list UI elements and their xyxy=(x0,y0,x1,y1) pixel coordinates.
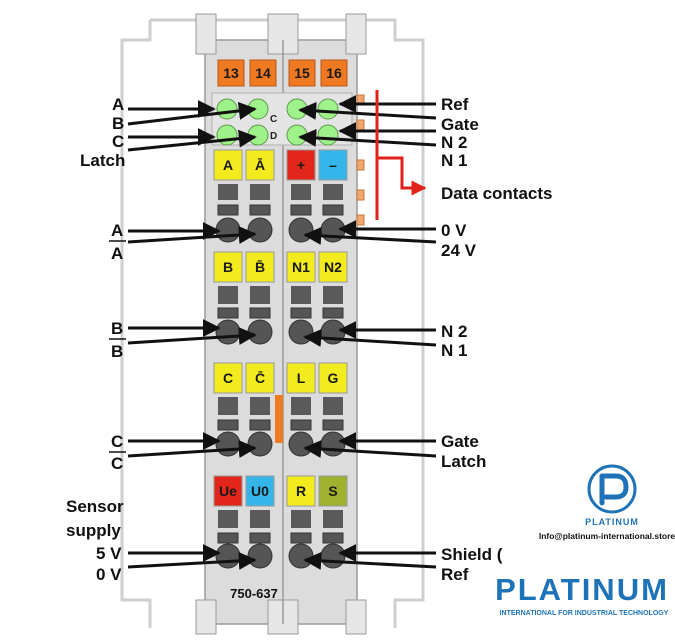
right-arrows xyxy=(298,95,437,570)
signal-b-bar: B̄ xyxy=(255,258,265,275)
label-data-contacts: Data contacts xyxy=(441,184,552,203)
led-letter-c: C xyxy=(270,114,277,125)
label-n2-lower: N 2 xyxy=(441,322,467,341)
signal-minus: – xyxy=(329,157,337,173)
label-c-bar: C xyxy=(111,432,123,451)
signal-u0: U0 xyxy=(251,483,269,499)
din-rail-outline xyxy=(120,18,425,628)
model-number: 750-637 xyxy=(230,586,278,601)
signal-c: C xyxy=(223,370,233,386)
label-gate: Gate xyxy=(441,115,479,134)
signal-row-1: A Ā + – xyxy=(213,149,348,200)
label-n2: N 2 xyxy=(441,133,467,152)
label-ref-lower: Ref xyxy=(441,565,469,584)
label-5v: 5 V xyxy=(96,544,122,563)
signal-n1: N1 xyxy=(292,259,310,275)
signal-l: L xyxy=(297,370,306,386)
signal-row-3: C C̄ L G xyxy=(213,362,348,443)
left-arrows xyxy=(127,100,257,570)
label-a-bar: A xyxy=(111,221,123,240)
right-labels: Ref Gate N 2 N 1 Data contacts 0 V 24 V … xyxy=(441,95,552,584)
platinum-logo: PLATINUM Info@platinum-international.sto… xyxy=(495,464,675,617)
terminal-number-row: 13 14 15 16 xyxy=(217,59,348,87)
signal-a: A xyxy=(223,157,233,173)
left-labels: A B C Latch A A B B C C Sensor supply 5 … xyxy=(66,95,126,584)
signal-s: S xyxy=(328,483,337,499)
signal-r: R xyxy=(296,483,306,499)
label-n1-lower: N 1 xyxy=(441,341,467,360)
signal-row-2: B B̄ N1 N2 xyxy=(213,251,348,304)
led-panel: C D xyxy=(211,92,353,146)
data-contact-pads xyxy=(356,94,365,226)
label-ref: Ref xyxy=(441,95,469,114)
signal-b: B xyxy=(223,259,233,275)
signal-a-bar: Ā xyxy=(255,157,265,173)
label-0v: 0 V xyxy=(96,565,122,584)
label-a-plain: A xyxy=(111,244,123,263)
label-shield: Shield ( xyxy=(441,545,503,564)
label-b-plain: B xyxy=(111,342,123,361)
label-c: C xyxy=(112,132,124,151)
label-n1: N 1 xyxy=(441,151,467,170)
label-latch-right: Latch xyxy=(441,452,486,471)
data-contacts-arrow xyxy=(375,90,427,220)
label-c-plain: C xyxy=(111,454,123,473)
signal-n2: N2 xyxy=(324,259,342,275)
signal-g: G xyxy=(328,370,339,386)
brand-big-name: PLATINUM xyxy=(495,572,669,607)
terminal-14: 14 xyxy=(255,65,271,81)
label-a: A xyxy=(112,95,124,114)
label-gate-lower: Gate xyxy=(441,432,479,451)
brand-email: Info@platinum-international.store xyxy=(539,531,675,541)
signal-row-4: Ue U0 R S xyxy=(213,475,348,528)
signal-ue: Ue xyxy=(219,483,237,499)
label-b: B xyxy=(112,114,124,133)
label-b-bar: B xyxy=(111,319,123,338)
signal-c-bar: C̄ xyxy=(255,369,265,386)
label-sensor: Sensor xyxy=(66,497,124,516)
signal-plus: + xyxy=(297,157,305,173)
brand-logo-text: PLATINUM xyxy=(585,517,639,527)
brand-tagline: INTERNATIONAL FOR INDUSTRIAL TECHNOLOGY xyxy=(500,610,669,617)
terminal-16: 16 xyxy=(326,65,342,81)
led-letter-d: D xyxy=(270,131,277,142)
terminal-13: 13 xyxy=(223,65,239,81)
label-supply: supply xyxy=(66,521,121,540)
terminal-15: 15 xyxy=(294,65,310,81)
label-latch: Latch xyxy=(80,151,125,170)
label-24v: 24 V xyxy=(441,241,477,260)
label-0v-right: 0 V xyxy=(441,221,467,240)
